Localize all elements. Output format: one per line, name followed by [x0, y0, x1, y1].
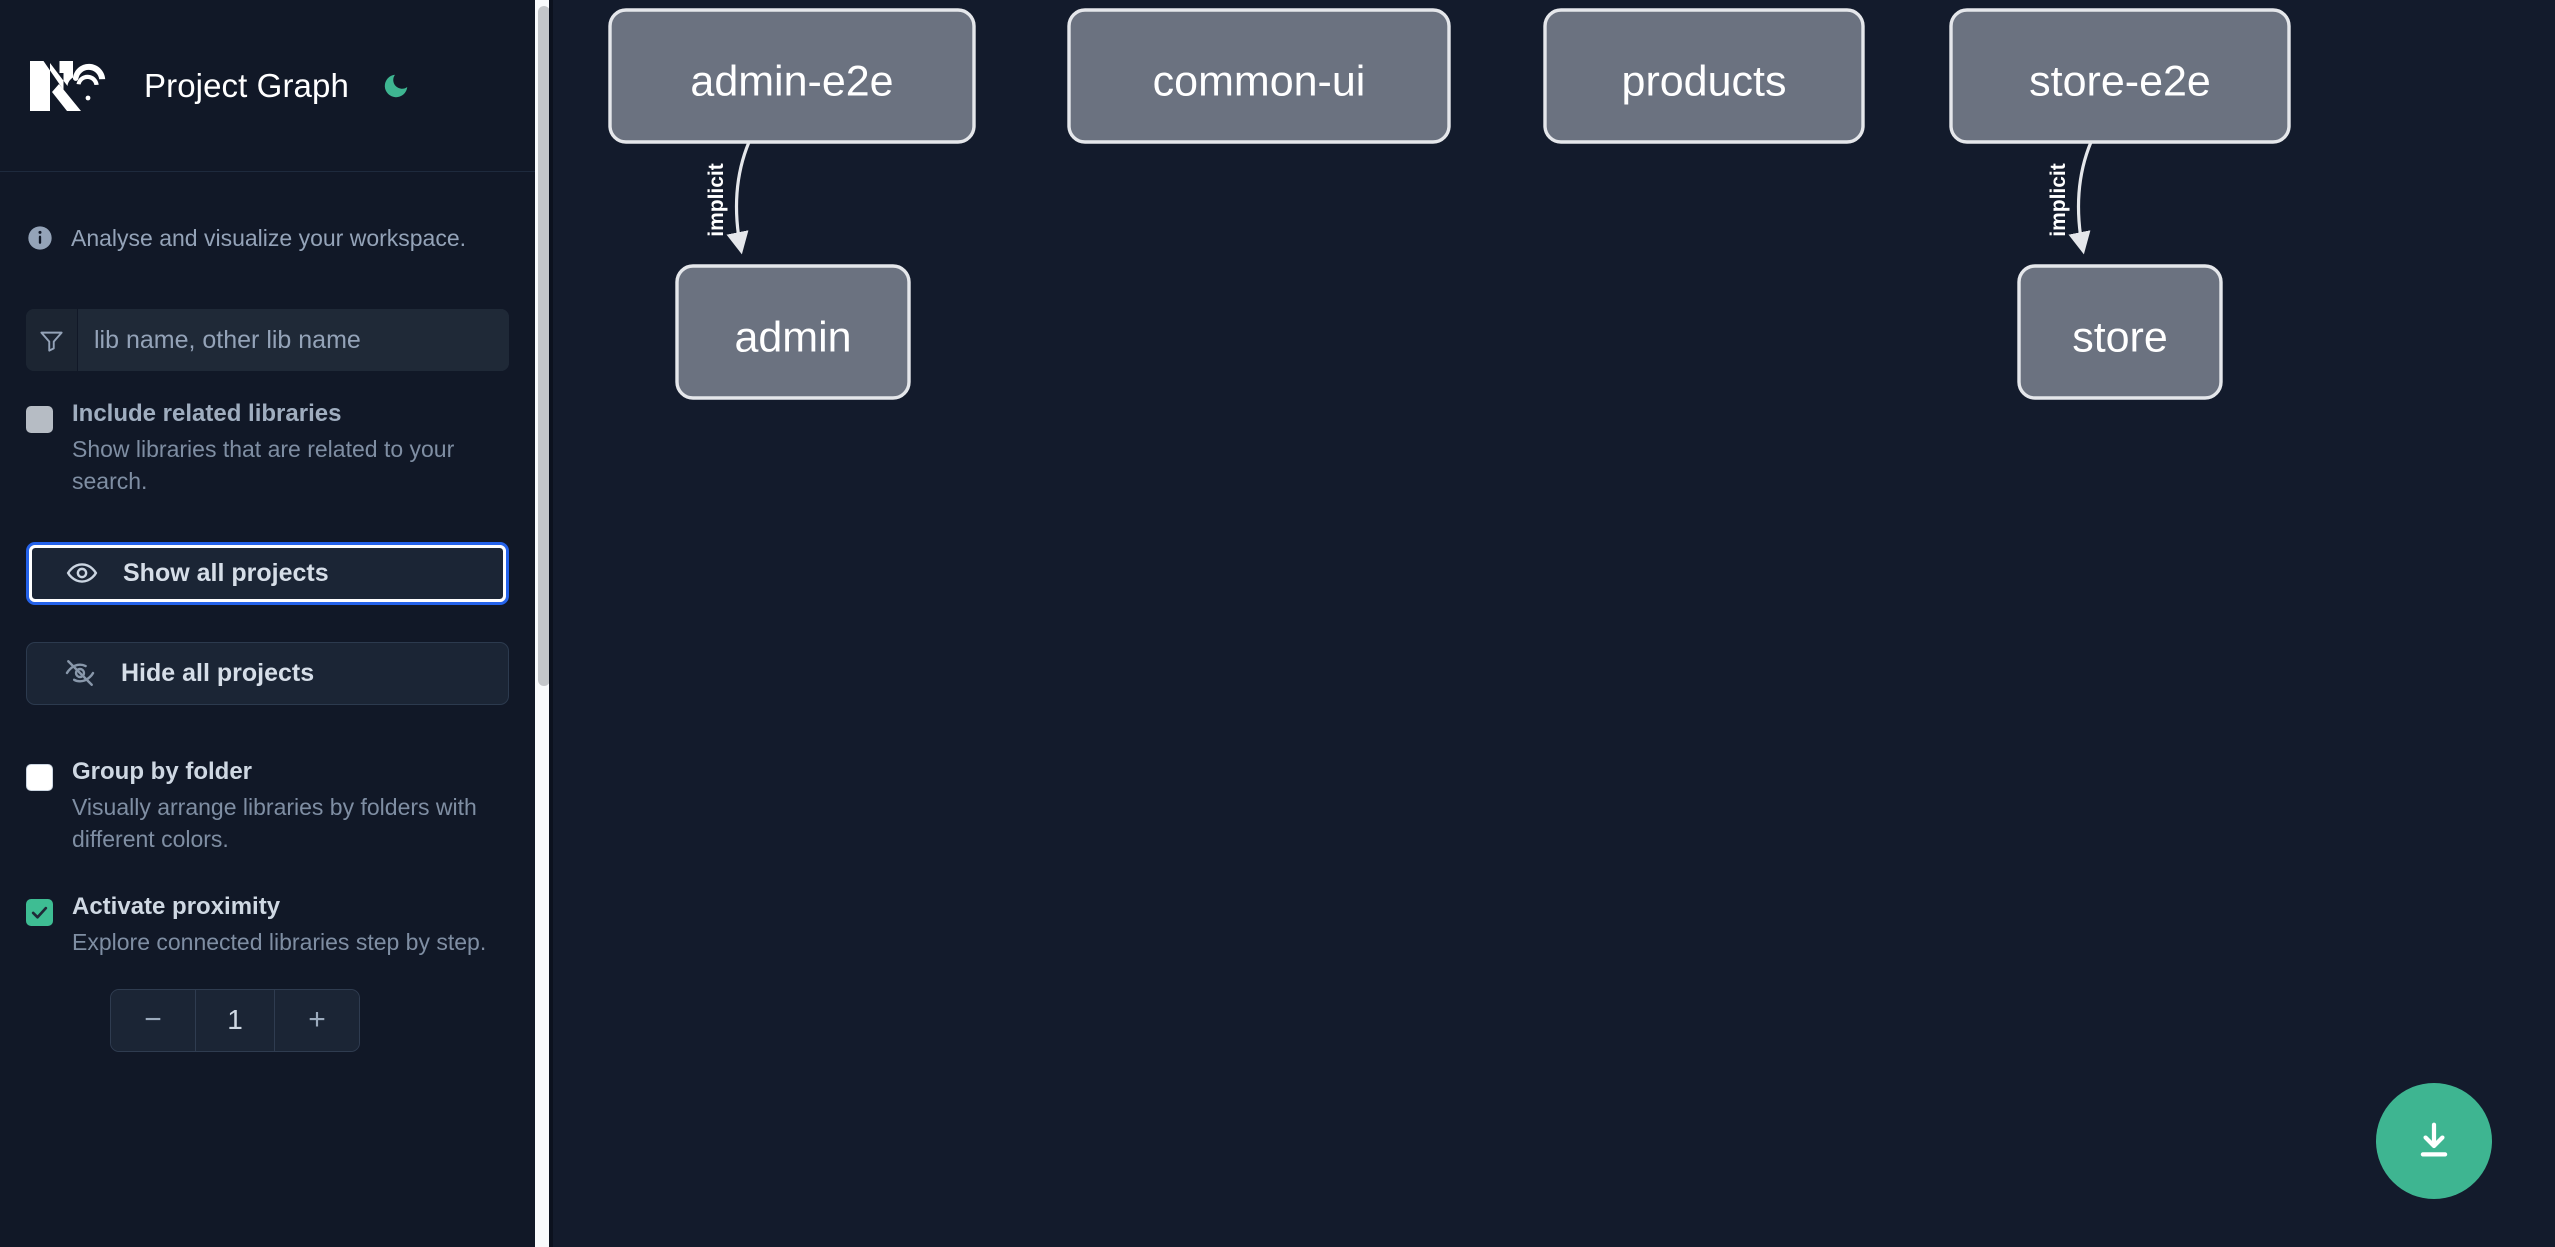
sidebar-scrollbar[interactable]: [535, 0, 553, 1247]
graph-node-admin-e2e[interactable]: admin-e2e: [608, 8, 976, 144]
proximity-value: 1: [196, 989, 274, 1051]
graph-node-store[interactable]: store: [2017, 264, 2223, 400]
funnel-icon: [26, 309, 78, 371]
proximity-stepper: − 1 +: [110, 988, 360, 1052]
graph-node-common-ui[interactable]: common-ui: [1067, 8, 1451, 144]
node-label-store-e2e: store-e2e: [2029, 57, 2211, 105]
node-rect: [1067, 8, 1451, 144]
include-related-libraries-label: Include related libraries: [72, 400, 342, 427]
search-input[interactable]: [78, 309, 509, 371]
eye-icon: [66, 563, 98, 584]
graph-edge-admin-e2e-admin[interactable]: implicit: [705, 141, 751, 255]
sidebar-edge: [549, 0, 553, 1247]
group-by-folder-checkbox[interactable]: [26, 763, 53, 791]
option-group-by-folder: Group by folder Visually arrange librari…: [0, 757, 535, 856]
download-graph-button[interactable]: [2376, 1083, 2492, 1199]
show-all-projects-label: Show all projects: [123, 558, 329, 587]
eye-off-icon: [65, 660, 95, 687]
node-rect: [608, 8, 976, 144]
activate-proximity-description: Explore connected libraries step by step…: [72, 929, 487, 956]
workspace-info-text: Analyse and visualize your workspace.: [71, 224, 467, 251]
node-rect: [1543, 8, 1865, 144]
workspace-info: Analyse and visualize your workspace.: [0, 172, 535, 252]
proximity-decrement-button[interactable]: −: [111, 989, 195, 1051]
moon-glyph: [384, 74, 408, 97]
graph-svg: implicit implicit admin-e2e common-ui pr…: [608, 8, 2291, 400]
group-by-folder-description: Visually arrange libraries by folders wi…: [72, 794, 477, 852]
graph-node-store-e2e[interactable]: store-e2e: [1949, 8, 2291, 144]
node-label-store: store: [2072, 313, 2168, 361]
filter-field[interactable]: [26, 309, 509, 371]
stepper-divider-left: [195, 989, 196, 1051]
node-label-products: products: [1622, 57, 1787, 105]
hide-all-projects-button[interactable]: Hide all projects: [26, 641, 509, 705]
option-activate-proximity: Activate proximity Explore connected lib…: [0, 892, 535, 959]
graph-node-admin[interactable]: admin: [675, 264, 911, 400]
include-related-libraries-description: Show libraries that are related to your …: [72, 436, 455, 495]
sidebar-scrollbar-thumb[interactable]: [538, 6, 550, 686]
check-icon: [31, 906, 48, 919]
info-circle-icon: [28, 226, 52, 250]
node-rect: [1949, 8, 2291, 144]
graph-node-products[interactable]: products: [1543, 8, 1865, 144]
hide-all-projects-label: Hide all projects: [121, 658, 315, 687]
node-rect: [675, 264, 911, 400]
edge-path: [726, 141, 751, 255]
stepper-divider-right: [274, 989, 275, 1051]
page-title: Project Graph: [144, 66, 349, 104]
edge-label-implicit-store: implicit: [2047, 163, 2070, 237]
hide-all-projects-row: Hide all projects: [0, 641, 535, 705]
sidebar-scroll-region: Project Graph Analyse and visualize your…: [0, 0, 535, 1247]
include-related-libraries-checkbox[interactable]: [26, 406, 53, 433]
funnel-glyph: [40, 331, 63, 352]
moon-icon[interactable]: [377, 67, 415, 105]
group-by-folder-label: Group by folder: [72, 757, 252, 785]
option-include-related-libraries: Include related libraries Show libraries…: [0, 400, 535, 498]
proximity-increment-button[interactable]: +: [275, 989, 359, 1051]
sidebar: Project Graph Analyse and visualize your…: [0, 0, 553, 1247]
activate-proximity-checkbox[interactable]: [26, 898, 53, 926]
node-label-common-ui: common-ui: [1153, 57, 1366, 105]
show-all-projects-row: Show all projects: [0, 541, 535, 605]
node-label-admin-e2e: admin-e2e: [690, 57, 893, 105]
node-label-admin: admin: [734, 313, 851, 361]
download-icon: [2420, 1122, 2448, 1157]
edge-path: [2068, 141, 2093, 255]
nx-logo-icon: [30, 60, 106, 111]
edge-label-implicit-admin: implicit: [705, 163, 728, 237]
sidebar-header: Project Graph: [0, 0, 535, 172]
node-rect: [2017, 264, 2223, 400]
graph-edge-store-e2e-store[interactable]: implicit: [2047, 141, 2093, 255]
graph-canvas[interactable]: implicit implicit admin-e2e common-ui pr…: [553, 0, 2555, 1247]
show-all-projects-button[interactable]: Show all projects: [26, 541, 509, 605]
activate-proximity-label: Activate proximity: [72, 892, 281, 920]
